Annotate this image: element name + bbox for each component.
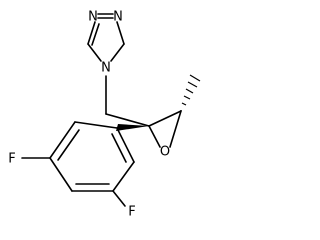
bond-c5-n1 — [87, 21, 96, 45]
solid-wedge-aryl — [116, 124, 149, 131]
atom-o-epoxide: O — [160, 145, 170, 160]
atom-f-ortho: F — [128, 205, 135, 220]
bond-c2-c3-epoxide — [148, 110, 182, 127]
atom-n4: N — [101, 61, 111, 76]
bond-ch2-c2 — [105, 113, 150, 127]
linker-and-epoxide — [105, 74, 201, 148]
ring-bond-2-double — [57, 129, 80, 161]
difluorophenyl-ring — [21, 121, 135, 207]
bond-c3-n4 — [110, 43, 125, 62]
bond-n4-c5 — [87, 43, 102, 62]
triazole-ring — [87, 13, 125, 62]
bond-n2-c3 — [116, 21, 125, 45]
bond-c2-o — [148, 125, 161, 148]
atom-n2: N — [113, 10, 123, 25]
bond-c2-f-ortho — [112, 190, 126, 207]
atom-f-para: F — [8, 152, 15, 167]
bond-c5-n1-double — [91, 23, 100, 46]
chemical-structure: N N N O F F — [8, 10, 201, 220]
hashed-wedge-methyl — [180, 74, 201, 111]
ring-bond-2 — [49, 121, 76, 159]
atom-n1: N — [88, 10, 98, 25]
ring-bond-1 — [74, 121, 118, 129]
bond-c3-o — [169, 110, 182, 148]
ring-bond-5 — [112, 161, 135, 192]
ring-bond-3 — [49, 157, 73, 192]
atom-labels: N N N O F F — [8, 10, 170, 220]
ring-bond-6-double — [111, 133, 127, 163]
ring-bond-6 — [116, 127, 135, 163]
